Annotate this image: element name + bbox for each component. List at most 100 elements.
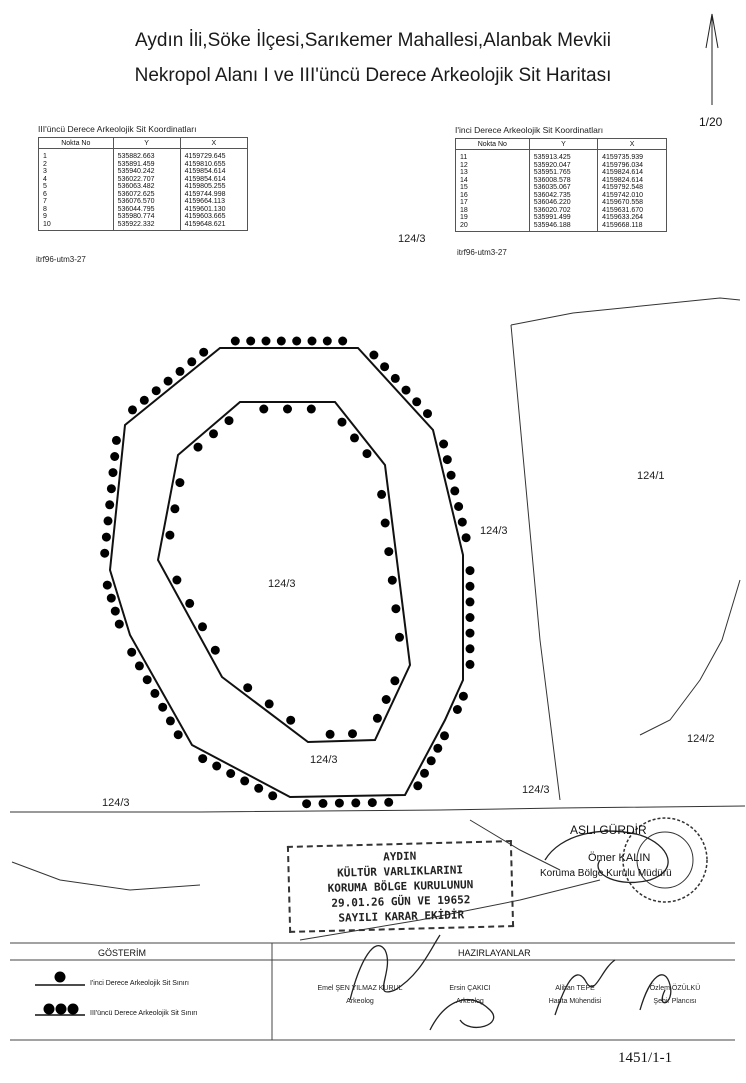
- boundary-marker: [401, 385, 411, 395]
- boundary-marker: [338, 336, 348, 346]
- preparer-role: Şehir Plancısı: [653, 998, 697, 1005]
- boundary-marker: [384, 547, 394, 557]
- boundary-marker: [390, 676, 400, 686]
- parcel-label: 124/3: [398, 233, 426, 245]
- boundary-marker: [390, 373, 400, 383]
- preparer: Alihan TEPE Harita Mühendisi: [530, 985, 620, 1005]
- boundary-marker: [367, 798, 377, 808]
- boundary-marker: [246, 336, 256, 346]
- council-stamp: AYDIN KÜLTÜR VARLIKLARINI KORUMA BÖLGE K…: [286, 840, 515, 933]
- boundary-marker: [105, 500, 115, 510]
- boundary-marker: [395, 632, 404, 642]
- left-table-crs: itrf96-utm3-27: [36, 255, 86, 264]
- col-header-x: X: [597, 138, 667, 150]
- boundary-marker: [420, 768, 429, 778]
- boundary-marker: [465, 659, 475, 669]
- boundary-marker: [210, 645, 220, 655]
- boundary-marker: [224, 416, 234, 426]
- boundary-marker: [372, 713, 382, 723]
- boundary-marker: [283, 404, 292, 414]
- boundary-marker: [380, 518, 390, 528]
- boundary-marker: [318, 798, 328, 808]
- map-title-line2: Nekropol Alanı I ve III'üncü Derece Arke…: [134, 65, 612, 86]
- boundary-marker: [212, 761, 222, 771]
- boundary-marker: [254, 783, 264, 793]
- boundary-marker: [151, 386, 161, 396]
- boundary-marker: [175, 478, 185, 488]
- preparer: Ersin ÇAKICI Arkeolog: [430, 985, 510, 1005]
- boundary-marker: [426, 756, 436, 766]
- legend-title: GÖSTERİM: [98, 948, 147, 958]
- boundary-marker: [106, 593, 116, 603]
- boundary-marker: [458, 691, 468, 701]
- boundary-marker: [165, 530, 175, 540]
- parcel-label: 124/3: [480, 525, 508, 537]
- scale-label: 1/20: [699, 115, 723, 129]
- boundary-marker: [306, 404, 316, 414]
- boundary-marker: [226, 769, 236, 778]
- preparer-name: Ersin ÇAKICI: [449, 985, 491, 992]
- boundary-marker: [230, 336, 240, 346]
- legend-item-third-degree: III'üncü Derece Arkeolojik Sit Sınırı: [90, 1010, 198, 1017]
- boundary-marker: [110, 606, 120, 616]
- boundary-marker: [442, 455, 452, 465]
- boundary-marker: [198, 754, 208, 764]
- boundary-marker: [209, 429, 218, 439]
- boundary-marker: [175, 366, 185, 376]
- boundary-marker: [170, 504, 180, 514]
- boundary-marker: [433, 743, 443, 753]
- boundary-marker: [261, 336, 271, 346]
- boundary-marker: [384, 797, 394, 807]
- boundary-marker: [446, 470, 456, 480]
- preparer-role: Arkeolog: [346, 998, 374, 1005]
- boundary-marker: [240, 776, 250, 786]
- right-table-crs: itrf96-utm3-27: [457, 248, 507, 257]
- preparer: Emel ŞEN YILMAZ KURUL Arkeolog: [300, 985, 420, 1005]
- boundary-marker: [440, 731, 449, 741]
- parcel-label: 124/3: [268, 578, 296, 590]
- boundary-marker: [307, 336, 317, 346]
- boundary-marker: [150, 688, 160, 698]
- boundary-marker: [423, 409, 432, 419]
- boundary-marker: [387, 575, 397, 585]
- boundary-marker: [302, 799, 312, 809]
- boundary-marker: [325, 729, 335, 739]
- boundary-marker: [334, 798, 344, 808]
- boundary-marker: [111, 435, 121, 445]
- boundary-marker: [268, 791, 278, 801]
- boundary-marker: [412, 397, 422, 407]
- round-seal-icon: [622, 817, 708, 903]
- boundary-marker: [286, 715, 296, 725]
- boundary-marker: [134, 661, 144, 671]
- preparer-role: Arkeolog: [456, 998, 484, 1005]
- approval-sub: Ömer KALIN: [588, 852, 651, 864]
- legend-third-degree-symbol-icon: [35, 1003, 85, 1016]
- legend-item-first-degree: I'inci Derece Arkeolojik Sit Sınırı: [90, 980, 189, 987]
- boundary-marker: [465, 628, 475, 638]
- right-table-title: I'inci Derece Arkeolojik Sit Koordinatla…: [455, 125, 604, 135]
- col-header-x: X: [179, 137, 249, 149]
- col-header-y: Y: [112, 137, 181, 149]
- col-header-point: Nokta No: [455, 138, 530, 150]
- boundary-marker: [450, 486, 460, 496]
- left-table-title: III'üncü Derece Arkeolojik Sit Koordinat…: [38, 124, 197, 134]
- boundary-marker: [114, 619, 124, 629]
- boundary-marker: [465, 613, 475, 622]
- north-arrow-icon: [705, 13, 719, 105]
- boundary-marker: [377, 489, 387, 499]
- third-degree-site-boundary: [108, 347, 464, 799]
- boundary-marker: [103, 516, 113, 526]
- boundary-marker: [106, 484, 116, 494]
- col-header-y: Y: [528, 138, 599, 150]
- boundary-marker: [465, 581, 475, 591]
